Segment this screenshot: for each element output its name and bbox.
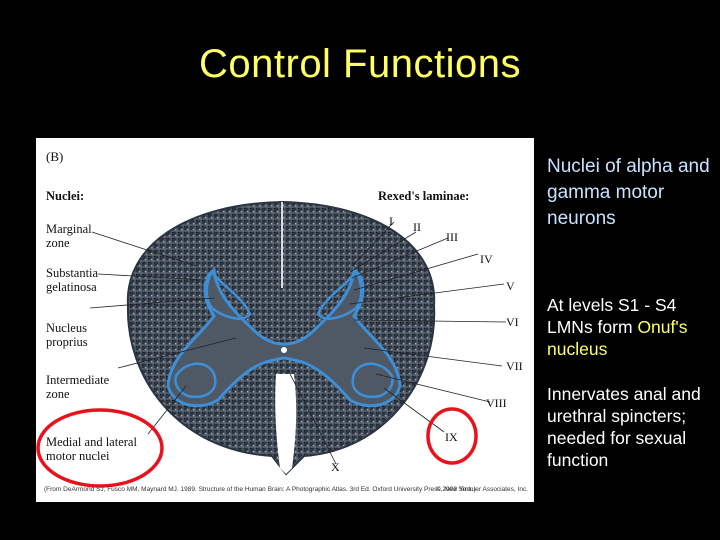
dorsal-horn-left <box>205 269 252 320</box>
motor-nuclei-right <box>351 362 394 399</box>
nuclei-heading: Nuclei: <box>46 189 85 203</box>
motor-nuclei-highlight-circle <box>36 408 164 488</box>
lamina-X: X <box>331 460 340 474</box>
panel-label: (B) <box>46 149 64 164</box>
laminae-heading: Rexed's laminae: <box>378 189 470 203</box>
note-onufs-highlight: Onuf's nucleus <box>547 317 688 359</box>
lamina-I: I <box>389 214 393 228</box>
figure-copyright: © 2002 Sinauer Associates, Inc. <box>435 486 528 493</box>
figure-citation: (From DeArmond SJ, Fusco MM, Maynard MJ.… <box>44 486 476 493</box>
dorsal-horn-right <box>316 269 363 320</box>
note-onufs-prefix: At levels S1 - S4 LMNs form <box>547 295 677 337</box>
lamina-III: III <box>446 230 458 244</box>
grey-matter <box>166 267 402 408</box>
note-onufs-nucleus: At levels S1 - S4 LMNs form Onuf's nucle… <box>547 294 717 360</box>
lamina-IV: IV <box>480 252 493 266</box>
lamina-II: II <box>413 220 421 234</box>
lamina-IX: IX <box>445 430 458 444</box>
lamina-VII: VII <box>506 359 523 373</box>
note-motor-neurons: Nuclei of alpha and gamma motor neurons <box>547 156 710 229</box>
lamina-VI: VI <box>506 315 519 329</box>
slide-title: Control Functions <box>199 42 521 86</box>
lamina-V: V <box>506 279 515 293</box>
lamina-VIII: VIII <box>486 396 507 410</box>
motor-nuclei-left <box>174 362 217 399</box>
note-innervation: Innervates anal and urethral spincters; … <box>547 384 701 470</box>
spinal-cord-illustration <box>36 200 507 488</box>
lamina-ix-highlight-circle <box>426 407 478 465</box>
